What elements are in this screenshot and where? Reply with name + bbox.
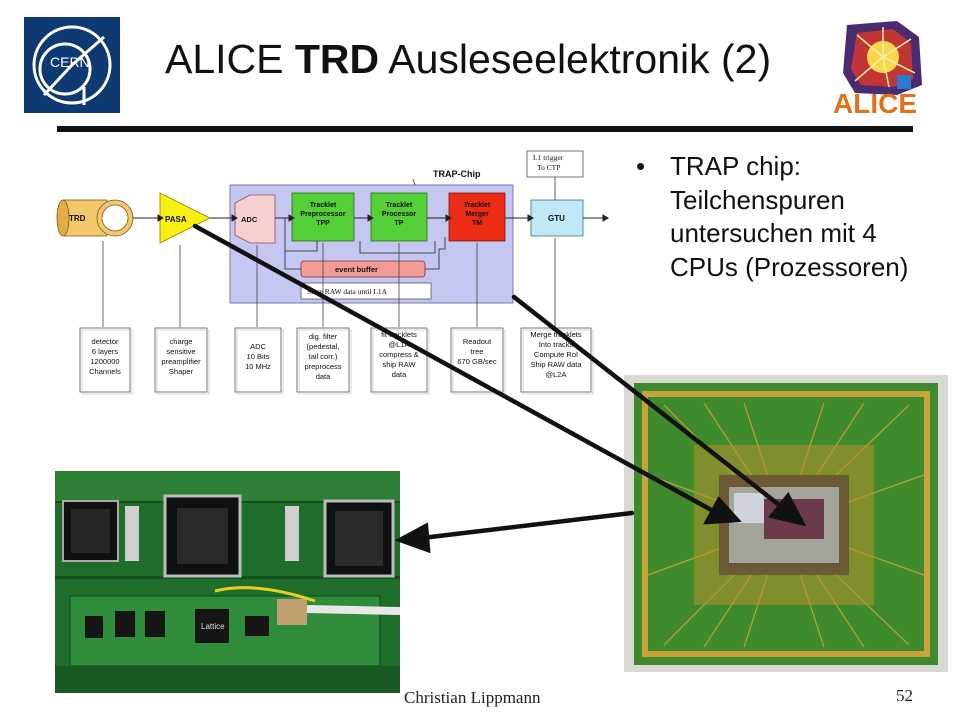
trd-label: TRD xyxy=(69,214,86,223)
title-divider xyxy=(57,126,913,132)
arrow-chip-to-board xyxy=(419,510,635,541)
pasa-label: PASA xyxy=(165,215,187,224)
readout-board-photo: Lattice xyxy=(55,471,400,693)
event-buffer-label: event buffer xyxy=(335,265,378,274)
trap-chip-label: TRAP-Chip xyxy=(433,169,481,179)
trap-chip-photo xyxy=(624,375,948,672)
title-bold: TRD xyxy=(294,36,380,82)
store-raw-label: Store RAW data until L1A xyxy=(307,287,388,296)
lattice-chip-text: Lattice xyxy=(201,622,225,631)
title-suffix: Ausleseelektronik (2) xyxy=(379,36,772,82)
alice-logo: ALICE xyxy=(827,15,937,119)
slide-title: ALICE TRD Ausleseelektronik (2) xyxy=(165,36,771,83)
page-number: 52 xyxy=(896,686,913,705)
arrow-chip-to-board-head xyxy=(394,522,431,554)
title-prefix: ALICE xyxy=(165,36,295,82)
bullet-marker: • xyxy=(636,151,646,181)
footer-author: Christian Lippmann xyxy=(404,688,541,707)
cern-logo: CERN xyxy=(24,17,120,113)
alice-logo-text: ALICE xyxy=(833,88,917,115)
l1-trigger-box xyxy=(526,150,584,178)
gtu-label: GTU xyxy=(548,214,565,223)
adc-label: ADC xyxy=(241,215,258,224)
cern-logo-text: CERN xyxy=(50,54,90,70)
bullet-text: TRAP chip: Teilchenspuren untersuchen mi… xyxy=(670,151,909,282)
